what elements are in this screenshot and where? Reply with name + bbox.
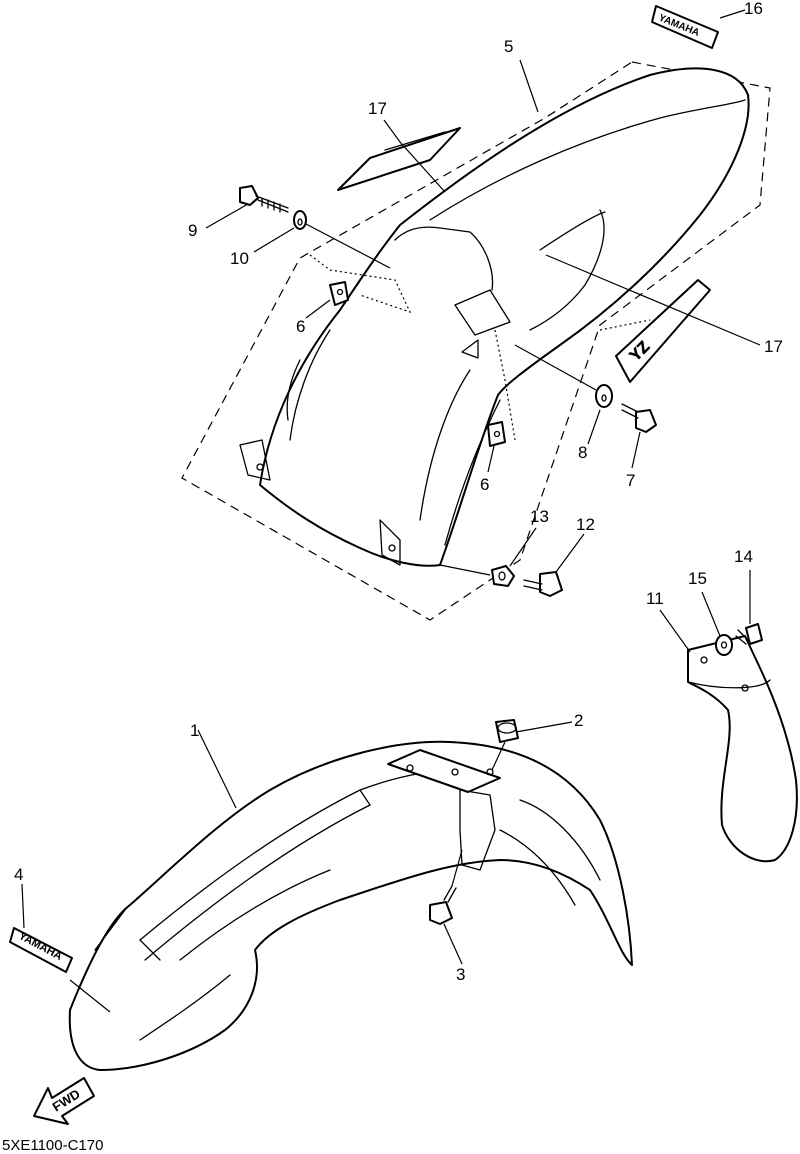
callout-6-lower: 6	[480, 475, 489, 494]
fwd-arrow: FWD	[33, 1077, 95, 1125]
screw-14[interactable]	[735, 623, 763, 645]
clip-lower[interactable]	[487, 421, 506, 447]
decal-16-yamaha[interactable]: YAMAHA	[651, 5, 719, 49]
clip-upper[interactable]	[329, 281, 349, 306]
callout-14: 14	[734, 547, 753, 566]
fender-tab-bottom	[379, 519, 401, 566]
callout-3: 3	[456, 965, 465, 984]
callout-8: 8	[578, 443, 587, 462]
bolt-9[interactable]	[239, 185, 289, 213]
mud-flap-assembly	[687, 623, 798, 863]
bolt-7[interactable]	[621, 403, 657, 433]
callout-16: 16	[744, 0, 763, 18]
decal-17-side[interactable]: YZ	[615, 279, 711, 383]
callout-11: 11	[646, 589, 664, 608]
fender-tab-left	[239, 439, 271, 481]
washer-8[interactable]	[595, 384, 613, 408]
callout-12: 12	[576, 515, 595, 534]
callout-1: 1	[190, 721, 199, 740]
bolt-3[interactable]	[429, 885, 457, 925]
callout-17-side: 17	[764, 337, 783, 356]
nut-13[interactable]	[491, 565, 515, 587]
callout-13: 13	[530, 507, 549, 526]
decal-17-top[interactable]	[337, 127, 461, 191]
callout-4: 4	[14, 865, 23, 884]
front-fender-assembly: YAMAHA	[9, 719, 633, 1071]
callout-numbers: 5 16 17 17 9 10 6 6 8 7 13 12 11 15 14 2…	[14, 0, 783, 984]
callout-10: 10	[230, 249, 249, 268]
decal-4-yamaha[interactable]: YAMAHA	[9, 927, 73, 973]
fender-bracket	[454, 289, 511, 336]
leader-lines	[21, 9, 761, 1013]
callout-2: 2	[574, 711, 583, 730]
bolt-12[interactable]	[523, 571, 563, 597]
rear-assembly-dashed-outline	[181, 61, 771, 621]
callout-9: 9	[188, 221, 197, 240]
washer-15[interactable]	[715, 634, 733, 656]
mud-flap[interactable]	[687, 635, 798, 863]
callout-7: 7	[626, 471, 635, 490]
grommet-2[interactable]	[495, 719, 519, 743]
callout-15: 15	[688, 569, 707, 588]
front-fender-bracket	[387, 749, 501, 793]
callout-5: 5	[504, 37, 513, 56]
rear-fender[interactable]	[259, 67, 750, 567]
diagram-code: 5XE1100-C170	[2, 1137, 103, 1154]
rear-fender-assembly: YAMAHA YZ	[181, 5, 771, 621]
front-fender[interactable]	[68, 740, 633, 1071]
washer-10[interactable]	[293, 210, 307, 230]
callout-17-top: 17	[368, 99, 387, 118]
callout-6-upper: 6	[296, 317, 305, 336]
